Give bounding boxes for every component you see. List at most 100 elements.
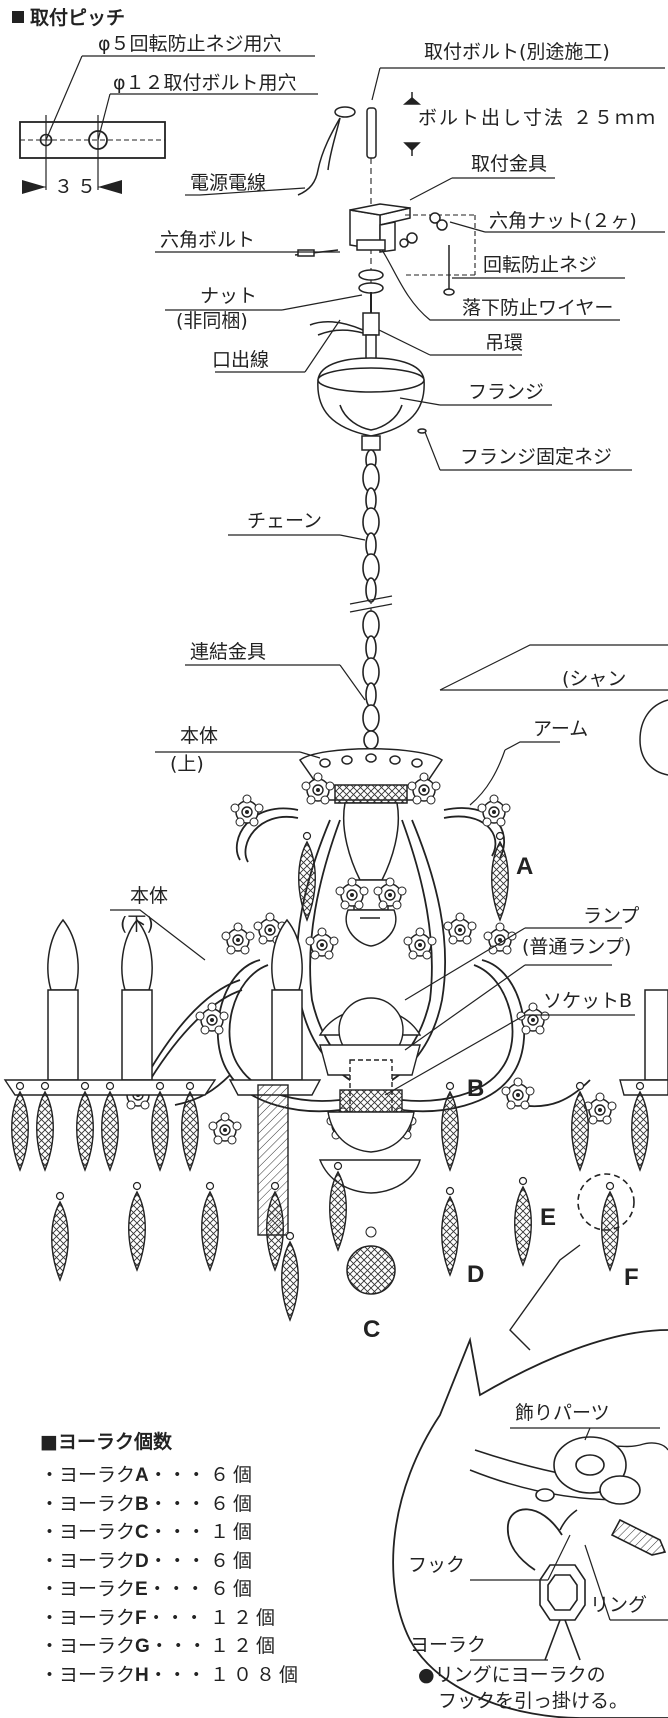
socket-label: ソケットB (543, 990, 633, 1012)
count-row-prefix: ・ヨーラク (40, 1464, 136, 1486)
ring-label: リング (590, 1594, 648, 1616)
count-row-label: ・ヨーラクG・・・ (40, 1635, 210, 1657)
label-leaders (384, 927, 635, 1096)
bolt-hole-label: φ１２取付ボルト用穴 (113, 72, 297, 94)
chain (185, 449, 668, 776)
count-row-letter: B (135, 1493, 149, 1515)
count-row-letter: C (135, 1522, 149, 1543)
count-row-label: ・ヨーラクD・・・ (40, 1549, 210, 1572)
count-row-label: ・ヨーラクB・・・ (40, 1492, 210, 1515)
letter-d: D (467, 1261, 485, 1288)
count-row-letter: E (135, 1579, 148, 1600)
count-row-label: ・ヨーラクH・・・ (40, 1663, 210, 1686)
hex-bolt-label: 六角ボルト (160, 229, 256, 251)
count-row-value: １０８個 (210, 1663, 303, 1686)
mount-bracket-label: 取付金具 (471, 153, 548, 175)
flange-label: フランジ (468, 381, 545, 403)
count-row-value: ６個 (210, 1578, 257, 1600)
letter-c: C (363, 1316, 381, 1343)
connector-label: 連結金具 (190, 641, 267, 663)
rings-and-cups (3, 997, 668, 1236)
pitch-plate (19, 55, 318, 194)
count-row-dots: ・・・ (148, 1464, 206, 1486)
count-row: ・ヨーラクB・・・６個 (40, 1492, 257, 1515)
counts-title: ■ヨーラク個数 (40, 1431, 172, 1453)
count-row-letter: G (135, 1636, 150, 1657)
count-row: ・ヨーラクE・・・６個 (40, 1578, 257, 1600)
ring-note-2: フックを引っ掛ける。 (438, 1690, 629, 1712)
rotation-screw-label: 回転防止ネジ (483, 254, 598, 276)
count-row-dots: ・・・ (149, 1635, 207, 1657)
count-row: ・ヨーラクF・・・１２個 (40, 1606, 280, 1629)
count-row: ・ヨーラクA・・・６個 (40, 1464, 257, 1486)
detail-callout (392, 1173, 668, 1718)
chain-label: チェーン (247, 510, 323, 532)
screw-hole-label: φ５回転防止ネジ用穴 (98, 33, 282, 55)
power-wire-label: 電源電線 (190, 172, 267, 194)
count-row-value: ６個 (210, 1492, 257, 1515)
count-row-dots: ・・・ (148, 1492, 206, 1515)
count-row-letter: F (135, 1607, 147, 1629)
count-row-label: ・ヨーラクE・・・ (40, 1578, 210, 1600)
hanging-ring-label: 吊環 (485, 332, 524, 354)
count-row-dots: ・・・ (146, 1606, 204, 1629)
nut-note-label: (非同梱) (176, 310, 248, 332)
fall-wire-label: 落下防止ワイヤー (462, 297, 614, 319)
count-row-label: ・ヨーラクC・・・ (40, 1521, 210, 1543)
body-lower-sub-label: (下) (120, 913, 154, 935)
count-row: ・ヨーラクD・・・６個 (40, 1549, 257, 1572)
count-row-value: ６個 (210, 1464, 257, 1486)
letter-b: B (467, 1075, 485, 1102)
section-title: 取付ピッチ (12, 9, 125, 28)
count-row-value: １２個 (210, 1635, 280, 1657)
count-row-prefix: ・ヨーラク (40, 1606, 136, 1629)
lamp-sub-label: (普通ランプ) (522, 936, 632, 958)
ceiling-hardware (155, 67, 665, 740)
letter-e: E (540, 1204, 557, 1231)
outlet-wire-label: 口出線 (212, 349, 270, 371)
count-row-prefix: ・ヨーラク (40, 1521, 136, 1543)
count-row-label: ・ヨーラクA・・・ (40, 1464, 210, 1486)
count-row-dots: ・・・ (148, 1521, 206, 1543)
letter-a: A (516, 853, 534, 880)
flange-screw-label: フランジ固定ネジ (460, 446, 613, 468)
pendant-label: ヨーラク (410, 1634, 487, 1656)
arm-label: アーム (533, 718, 589, 740)
count-row-value: ６個 (210, 1549, 257, 1572)
count-row-label: ・ヨーラクF・・・ (40, 1606, 210, 1629)
count-row-dots: ・・・ (148, 1549, 206, 1572)
body-lower-label: 本体 (130, 885, 169, 907)
bolt-exposure-label: ボルト出し寸法 ２５ｍｍ (418, 107, 658, 129)
count-row-prefix: ・ヨーラク (40, 1635, 136, 1657)
count-row: ・ヨーラクG・・・１２個 (40, 1635, 280, 1657)
count-row: ・ヨーラクH・・・１０８個 (40, 1663, 303, 1686)
count-row-prefix: ・ヨーラク (40, 1578, 136, 1600)
count-row-prefix: ・ヨーラク (40, 1549, 136, 1572)
count-row: ・ヨーラクC・・・１個 (40, 1521, 257, 1543)
count-row-value: １個 (210, 1521, 257, 1543)
mount-bolt-label: 取付ボルト(別途施工) (424, 41, 610, 63)
ornament-label: 飾りパーツ (515, 1402, 610, 1424)
hex-nut-label: 六角ナット(２ヶ) (489, 210, 637, 232)
ring-note-1: ●リングにヨーラクの (418, 1664, 606, 1686)
upper-body (155, 748, 444, 947)
count-row-prefix: ・ヨーラク (40, 1492, 136, 1515)
count-row-prefix: ・ヨーラク (40, 1663, 136, 1686)
count-row-dots: ・・・ (147, 1578, 205, 1600)
count-row-dots: ・・・ (148, 1663, 206, 1686)
letter-f: F (624, 1264, 639, 1291)
lamp-label: ランプ (583, 905, 640, 927)
crystal-drops (11, 831, 649, 1321)
hook-label: フック (408, 1554, 466, 1576)
section-title-text: 取付ピッチ (30, 7, 126, 29)
body-upper-sub-label: (上) (170, 753, 204, 775)
count-row-letter: H (135, 1664, 149, 1686)
count-row-letter: D (135, 1550, 149, 1572)
count-row-value: １２個 (210, 1606, 280, 1629)
count-row-letter: A (135, 1465, 149, 1486)
pitch-spacing: ３５ (54, 176, 101, 198)
body-upper-label: 本体 (180, 725, 219, 747)
nut-label: ナット (200, 285, 258, 307)
